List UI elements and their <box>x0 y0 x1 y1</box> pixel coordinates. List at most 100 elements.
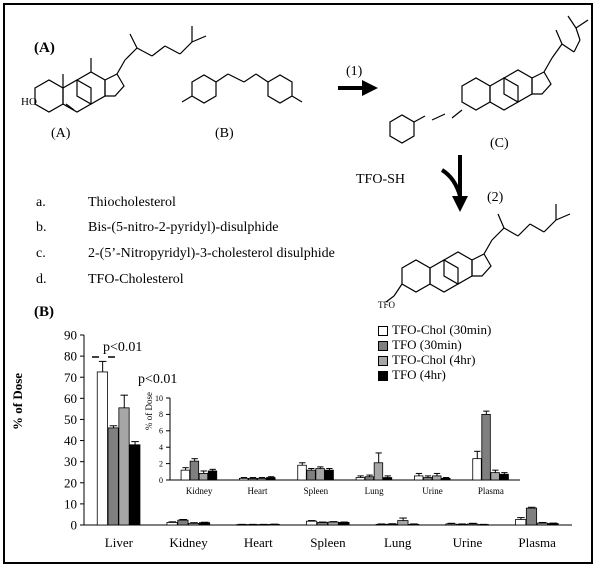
main-bar-spleen-tfo-chol-30min <box>305 520 318 526</box>
tfo-cholesterol-structure <box>385 204 571 303</box>
significance-label-2: p<0.01 <box>138 372 178 387</box>
inset-category-label-heart: Heart <box>248 486 268 496</box>
main-bar-kidney-tfo-chol-4hr <box>188 522 200 526</box>
legend-swatch-tfo-chol-4hr <box>378 356 388 366</box>
inset-bar-heart-tfo-4hr <box>266 477 276 481</box>
inset-y-tick-label-8: 8 <box>159 410 163 419</box>
inset-bar-kidney-tfo-30min <box>189 460 200 481</box>
inset-bar-lung-tfo-30min <box>364 476 375 481</box>
list-key-b: b. <box>36 220 47 235</box>
main-category-label-heart: Heart <box>244 535 273 550</box>
list-text-b: Bis-(5-nitro-2-pyridyl)-disulphide <box>88 220 279 235</box>
inset-bar-plasma-tfo-chol-30min <box>472 458 482 481</box>
inset-bar-urine-tfo-chol-4hr <box>432 475 442 481</box>
main-y-tick-label-70: 70 <box>64 370 77 385</box>
inset-bar-heart-tfo-chol-4hr <box>257 477 267 481</box>
panel-a-label: (A) <box>34 40 55 56</box>
main-bar-spleen-tfo-chol-4hr <box>327 521 339 526</box>
legend-label-tfo-chol-30min: TFO-Chol (30min) <box>392 322 492 337</box>
tfo-atom-label: TFO <box>378 300 396 310</box>
inset-y-tick-label-10: 10 <box>155 394 163 403</box>
inset-y-tick-label-4: 4 <box>159 443 163 452</box>
inset-bar-kidney-tfo-chol-4hr <box>198 473 209 481</box>
inset-bar-urine-tfo-30min <box>423 477 433 481</box>
inset-bar-heart-tfo-chol-30min <box>239 477 249 481</box>
main-y-tick-label-60: 60 <box>64 391 77 406</box>
main-bar-plasma-tfo-4hr <box>547 523 559 526</box>
list-key-c: c. <box>36 246 46 261</box>
reagent-label: TFO-SH <box>356 172 406 187</box>
inset-y-tick-label-2: 2 <box>159 459 163 468</box>
main-y-tick-label-20: 20 <box>64 475 77 490</box>
inset-bar-kidney-tfo-4hr <box>207 470 218 481</box>
list-text-a: Thiocholesterol <box>88 195 176 210</box>
main-y-tick-label-80: 80 <box>64 349 77 364</box>
list-text-d: TFO-Cholesterol <box>88 272 184 287</box>
main-y-tick-label-40: 40 <box>64 433 77 448</box>
reaction-arrow-1 <box>338 80 378 96</box>
inset-y-tick-label-0: 0 <box>159 476 163 485</box>
main-bar-kidney-tfo-chol-30min <box>166 522 178 526</box>
legend-swatch-tfo-4hr <box>378 371 388 381</box>
synthesis-scheme <box>34 15 589 303</box>
legend-swatch-tfo-chol-30min <box>378 326 388 336</box>
main-y-tick-label-90: 90 <box>64 328 77 343</box>
reaction-arrow-2 <box>440 155 468 212</box>
main-category-label-urine: Urine <box>453 535 483 550</box>
list-key-d: d. <box>36 272 47 287</box>
main-category-label-lung: Lung <box>384 535 412 550</box>
main-bar-spleen-tfo-4hr <box>338 522 350 526</box>
list-text-c: 2-(5’-Nitropyridyl)-3-cholesterol disulp… <box>88 246 335 261</box>
main-bar-spleen-tfo-30min <box>316 522 328 526</box>
main-bar-lung-tfo-chol-4hr <box>397 520 409 526</box>
main-bar-liver-tfo-chol-30min <box>96 371 108 526</box>
inset-bar-urine-tfo-4hr <box>441 477 451 481</box>
compound-a-label: (A) <box>51 126 71 141</box>
compound-b-label: (B) <box>215 126 234 141</box>
main-bar-liver-tfo-4hr <box>129 444 141 526</box>
inset-bar-plasma-tfo-30min <box>481 413 491 481</box>
thiocholesterol-structure <box>34 26 207 113</box>
main-y-tick-label-50: 50 <box>64 412 77 427</box>
inset-bar-lung-tfo-4hr <box>382 477 393 481</box>
inset-bar-plasma-tfo-chol-4hr <box>490 472 500 481</box>
main-bar-urine-tfo-chol-4hr <box>467 523 479 526</box>
main-bar-plasma-tfo-chol-30min <box>515 519 527 526</box>
inset-bar-lung-tfo-chol-4hr <box>373 462 384 481</box>
main-y-tick-label-0: 0 <box>71 518 78 533</box>
inset-bar-plasma-tfo-4hr <box>499 473 509 481</box>
inset-bar-kidney-tfo-chol-30min <box>180 469 191 481</box>
main-bar-kidney-tfo-30min <box>177 519 189 526</box>
main-bar-urine-tfo-30min <box>456 523 468 526</box>
inset-bar-spleen-tfo-4hr <box>324 469 334 481</box>
inset-category-label-lung: Lung <box>365 486 384 496</box>
inset-y-tick-label-6: 6 <box>159 427 163 436</box>
compound-c-label: (C) <box>490 136 509 151</box>
nitropyridyl-cholesterol-disulphide-structure <box>389 15 589 144</box>
main-category-label-plasma: Plasma <box>518 535 556 550</box>
step-2-label: (2) <box>487 190 504 205</box>
main-category-label-liver: Liver <box>105 535 134 550</box>
inset-bar-spleen-tfo-chol-30min <box>297 464 307 481</box>
inset-bar-spleen-tfo-chol-4hr <box>315 468 325 481</box>
step-1-label: (1) <box>346 64 363 79</box>
hydroxyl-label: HO <box>21 96 37 108</box>
main-bar-lung-tfo-30min <box>386 523 398 526</box>
inset-category-label-kidney: Kidney <box>186 486 213 496</box>
main-bar-urine-tfo-chol-30min <box>445 523 457 526</box>
main-bar-liver-tfo-chol-4hr <box>118 407 130 526</box>
main-y-tick-label-30: 30 <box>64 454 77 469</box>
main-y-tick-label-10: 10 <box>64 496 77 511</box>
main-bar-lung-tfo-4hr <box>408 523 420 526</box>
main-bar-plasma-tfo-30min <box>525 507 538 526</box>
main-category-label-kidney: Kidney <box>169 535 208 550</box>
legend-swatch-tfo-30min <box>378 341 388 351</box>
panel-b-label: (B) <box>34 304 54 320</box>
legend-label-tfo-chol-4hr: TFO-Chol (4hr) <box>392 352 476 367</box>
significance-label-1: p<0.01 <box>103 340 143 355</box>
legend-label-tfo-30min: TFO (30min) <box>392 337 462 352</box>
main-category-label-spleen: Spleen <box>310 535 346 550</box>
inset-bar-spleen-tfo-30min <box>306 469 316 481</box>
